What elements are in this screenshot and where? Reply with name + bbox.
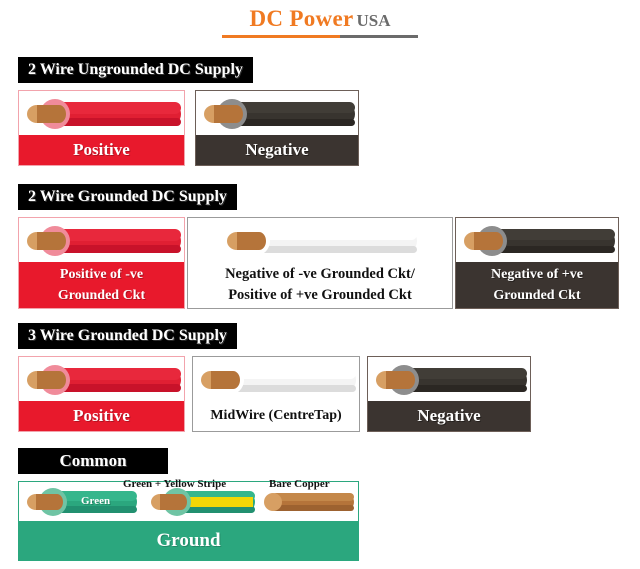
wire-area [19,91,184,135]
brand-suffix: USA [356,11,391,30]
wire-area [196,91,358,135]
wire-label-green: Green [81,495,111,507]
card-positive-ungrounded: Positive [18,90,185,166]
wire-area [19,218,184,262]
card-positive-neg-grounded: Positive of -ve Grounded Ckt [18,217,185,309]
wire-black-icon [464,226,615,256]
wire-bare-copper-icon [264,493,354,511]
card-positive-three-wire: Positive [18,356,185,432]
caption-line: Positive [73,406,130,425]
wire-area [368,357,530,401]
section-header-common: Common [18,448,168,474]
card-caption: Positive of -ve Grounded Ckt [19,262,184,308]
caption-line: Negative [245,140,309,159]
caption-line: Grounded Ckt [57,288,146,303]
caption-line: Negative [417,406,481,425]
card-caption: Positive [19,401,184,431]
title-underline-gray [340,35,418,38]
caption-line: MidWire (CentreTap) [210,408,342,423]
wire-area: Green Green + Yellow Stripe Bare Copper [19,478,358,521]
caption-line: Positive of +ve Grounded Ckt [228,287,412,303]
wire-green-icon [27,488,137,516]
card-negative-three-wire: Negative [367,356,531,432]
card-caption: Negative of +ve Grounded Ckt [456,262,618,308]
section-header-two-wire-ungrounded: 2 Wire Ungrounded DC Supply [18,57,253,83]
section-header-two-wire-grounded: 2 Wire Grounded DC Supply [18,184,237,210]
card-caption: Negative [196,135,358,165]
caption-line: Negative of -ve Grounded Ckt/ [225,266,415,282]
title-underline [222,35,418,38]
wire-area [19,357,184,401]
card-caption: MidWire (CentreTap) [193,401,359,431]
wire-area [456,218,618,262]
wire-black-icon [376,365,527,395]
wire-red-icon [27,99,181,129]
caption-line: Negative of +ve [491,267,583,282]
wire-tag-green-yellow: Green + Yellow Stripe [123,478,227,490]
card-caption: Negative [368,401,530,431]
card-caption: Positive [19,135,184,165]
caption-line: Positive [73,140,130,159]
wire-white-icon [201,365,356,395]
card-neutral-grounded: Negative of -ve Grounded Ckt/ Positive o… [187,217,453,309]
section-header-three-wire-grounded: 3 Wire Grounded DC Supply [18,323,237,349]
wire-black-icon [204,99,355,129]
brand-name: DC Power [249,6,354,31]
wire-green-yellow-icon [151,488,255,516]
card-caption: Negative of -ve Grounded Ckt/ Positive o… [188,262,452,308]
card-negative-pos-grounded: Negative of +ve Grounded Ckt [455,217,619,309]
wire-area [188,218,452,262]
caption-line: Positive of -ve [59,267,144,282]
wire-tag-bare-copper: Bare Copper [269,478,330,490]
card-midwire-three-wire: MidWire (CentreTap) [192,356,360,432]
title-underline-orange [222,35,340,38]
wire-red-icon [27,365,181,395]
wire-white-icon [227,226,417,256]
caption-line: Grounded Ckt [493,288,581,303]
card-negative-ungrounded: Negative [195,90,359,166]
card-common-ground: Green Green + Yellow Stripe Bare Copper … [18,478,359,561]
ground-label: Ground [19,521,358,561]
wire-area [193,357,359,401]
wire-red-icon [27,226,181,256]
